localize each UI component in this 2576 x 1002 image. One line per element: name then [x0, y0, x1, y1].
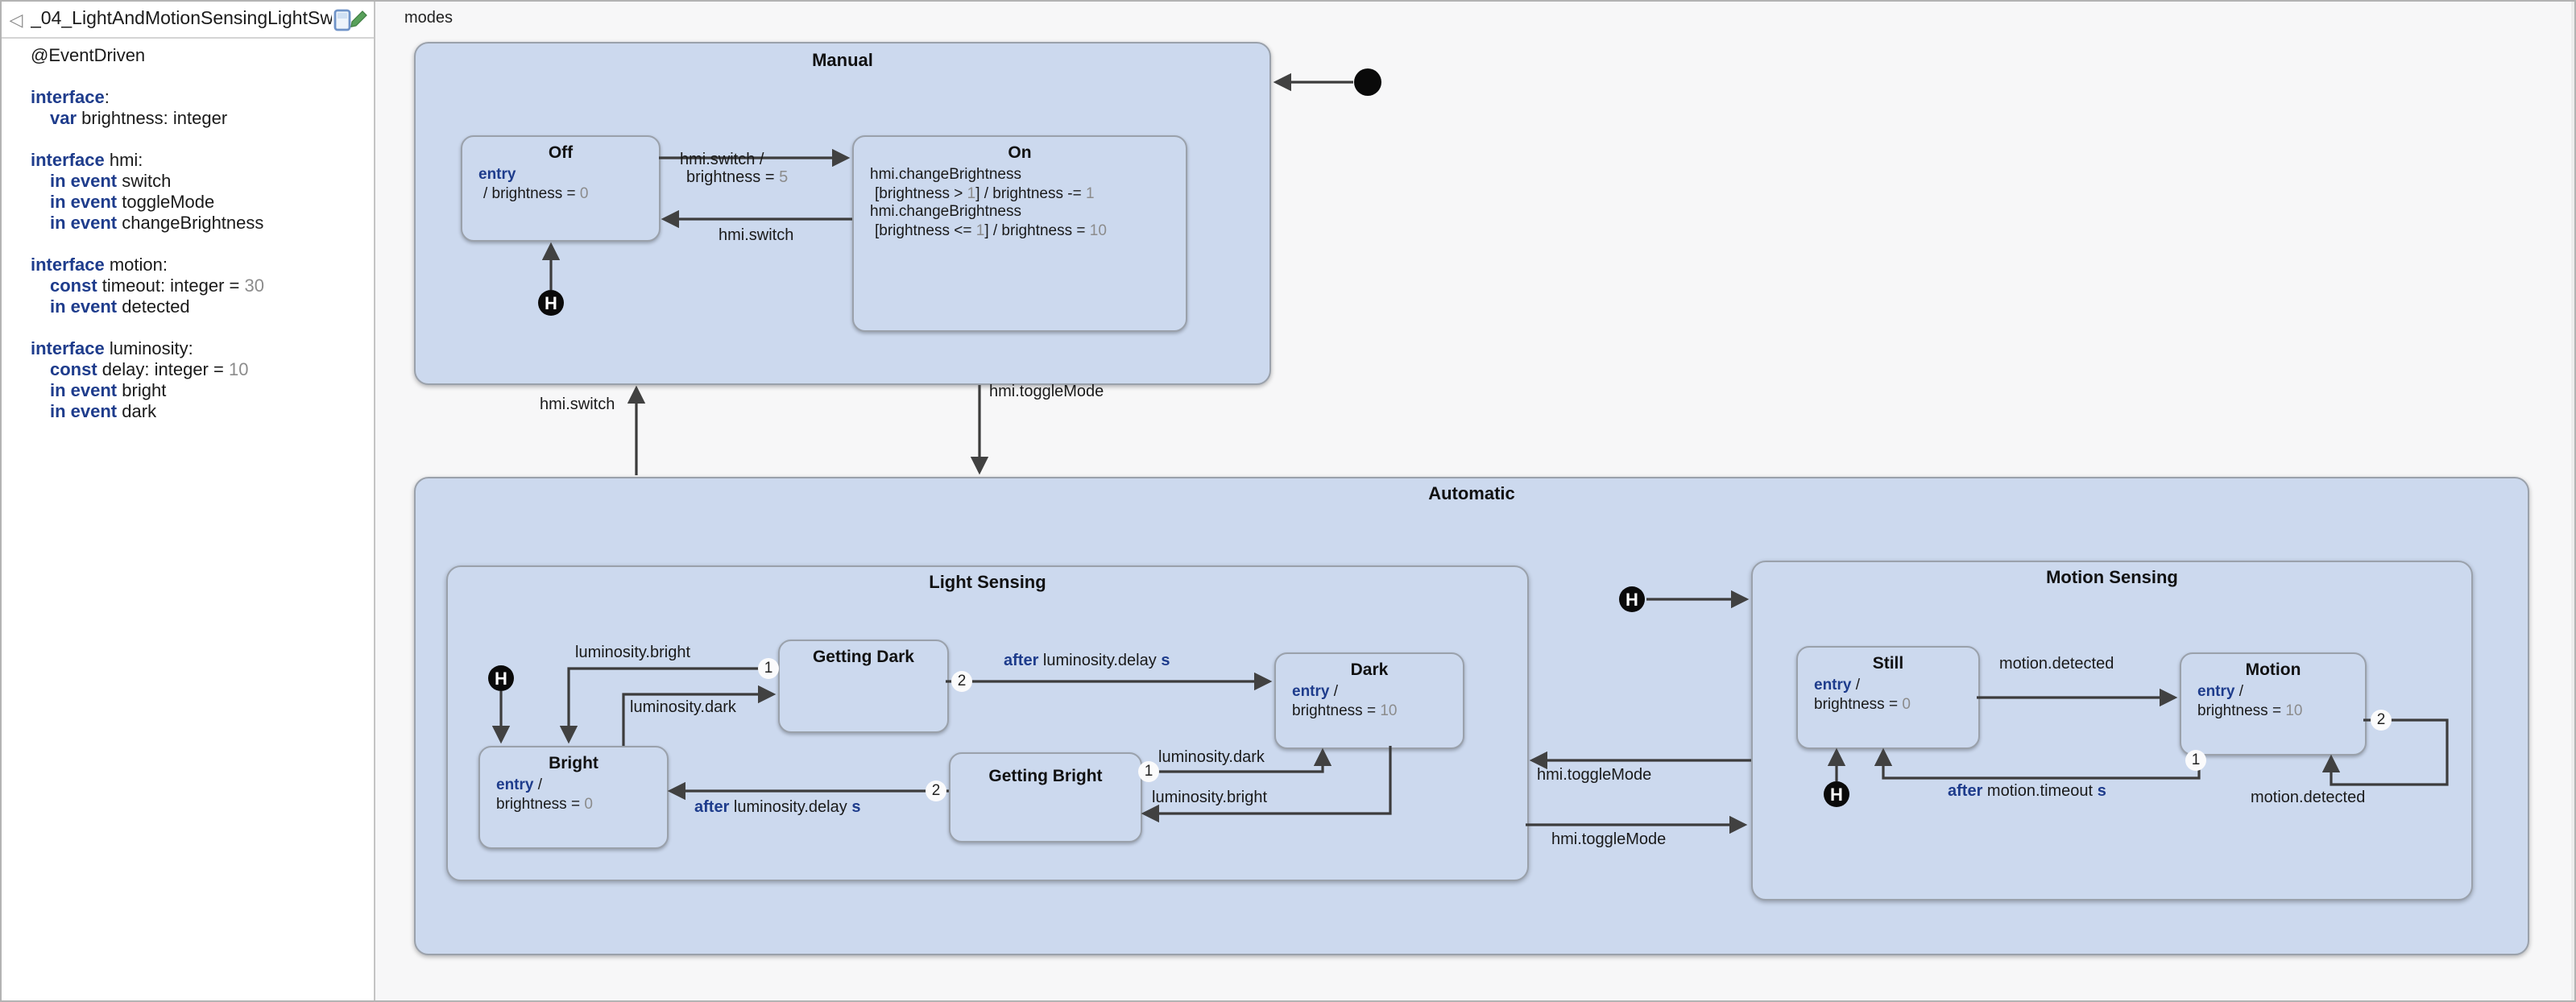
doc-icon-header: [338, 13, 347, 19]
code-line: interface:: [31, 89, 110, 108]
state-dark[interactable]: Dark entry / brightness = 10: [1274, 652, 1464, 749]
titlebar-icons[interactable]: [332, 6, 371, 32]
code-line: interface hmi:: [31, 151, 143, 171]
root-region-label: modes: [404, 10, 453, 27]
transition-label-still-motion[interactable]: motion.detected: [1999, 656, 2114, 673]
transition-label-motion-still[interactable]: after motion.timeout s: [1948, 783, 2106, 801]
code-line: in event changeBrightness: [50, 214, 264, 234]
code-line: interface motion:: [31, 256, 168, 275]
definition-panel-titlebar: ◁ _04_LightAndMotionSensingLightSwit: [2, 2, 374, 39]
code-blank-line: [2, 319, 374, 340]
state-title: Motion: [2245, 660, 2301, 680]
priority-badge: 2: [951, 671, 972, 692]
state-behavior: hmi.changeBrightness [brightness > 1] / …: [870, 166, 1107, 239]
code-line: var brightness: integer: [50, 110, 228, 129]
state-behavior: entry / brightness = 10: [1292, 683, 1398, 719]
code-line: const delay: integer = 10: [50, 361, 249, 380]
state-getting-bright[interactable]: Getting Bright: [949, 752, 1142, 843]
statechart-title: _04_LightAndMotionSensingLightSwit: [31, 10, 332, 29]
code-blank-line: [2, 130, 374, 151]
transition-label-ms-ls[interactable]: hmi.toggleMode: [1537, 767, 1652, 785]
state-behavior: entry / brightness = 0: [1814, 677, 1911, 713]
collapse-panel-icon[interactable]: ◁: [9, 10, 23, 30]
state-motion[interactable]: Motion entry / brightness = 10: [2180, 652, 2367, 756]
priority-badge: 2: [926, 780, 946, 801]
code-line: @EventDriven: [31, 47, 146, 66]
transition-label-dark-gb[interactable]: luminosity.bright: [1152, 789, 1268, 807]
state-title: Automatic: [1428, 485, 1515, 504]
state-on[interactable]: On hmi.changeBrightness [brightness > 1]…: [852, 135, 1187, 332]
transition-label-manual-auto[interactable]: hmi.toggleMode: [989, 383, 1104, 401]
state-title: Light Sensing: [929, 573, 1046, 593]
code-line: in event detected: [50, 298, 190, 317]
state-title: Getting Dark: [812, 648, 914, 667]
rename-icon[interactable]: [332, 6, 371, 32]
priority-badge: 1: [1138, 761, 1159, 782]
code-line: const timeout: integer = 30: [50, 277, 265, 296]
definition-panel: ◁ _04_LightAndMotionSensingLightSwit @Ev…: [2, 2, 375, 1000]
transition-label-bright-gd[interactable]: luminosity.dark: [630, 699, 736, 717]
state-title: Dark: [1350, 660, 1389, 680]
transition-label-off-on[interactable]: hmi.switch / brightness = 5: [680, 151, 789, 187]
code-line: in event bright: [50, 382, 167, 401]
state-getting-dark[interactable]: Getting Dark: [778, 640, 949, 733]
code-line: in event switch: [50, 172, 172, 192]
transition-label-gd-dark[interactable]: after luminosity.delay s: [1004, 652, 1170, 670]
state-behavior: entry / brightness = 0: [496, 776, 593, 813]
code-blank-line: [2, 68, 374, 89]
transition-label-gb-bright[interactable]: after luminosity.delay s: [694, 799, 861, 817]
state-still[interactable]: Still entry / brightness = 0: [1796, 646, 1980, 749]
code-line: in event toggleMode: [50, 193, 215, 213]
transition-label-motion-self[interactable]: motion.detected: [2251, 789, 2366, 807]
priority-badge: 1: [758, 658, 779, 679]
state-behavior: entry / brightness = 0: [478, 166, 589, 202]
code-line: in event dark: [50, 403, 157, 422]
state-title: Motion Sensing: [2046, 569, 2178, 588]
transition-label-ls-ms[interactable]: hmi.toggleMode: [1551, 831, 1667, 849]
transition-label-gb-dark[interactable]: luminosity.dark: [1158, 749, 1265, 767]
state-behavior: entry / brightness = 10: [2197, 683, 2303, 719]
transition-label-auto-manual[interactable]: hmi.switch: [540, 396, 615, 414]
transition-label-gd-bright[interactable]: luminosity.bright: [575, 644, 691, 662]
state-title: Getting Bright: [988, 767, 1103, 786]
state-title: Still: [1872, 654, 1904, 673]
code-line: interface luminosity:: [31, 340, 193, 359]
priority-badge: 2: [2371, 710, 2392, 731]
state-title: Manual: [812, 52, 873, 71]
edit-pen-icon: [350, 10, 367, 27]
state-title: On: [1008, 143, 1032, 163]
transition-label-on-off[interactable]: hmi.switch: [719, 227, 794, 245]
code-blank-line: [2, 235, 374, 256]
definition-code-area[interactable]: @EventDriven interface: var brightness: in…: [2, 47, 374, 424]
state-title: Bright: [549, 754, 598, 773]
priority-badge: 1: [2185, 750, 2206, 771]
state-bright[interactable]: Bright entry / brightness = 0: [478, 746, 669, 849]
state-off[interactable]: Off entry / brightness = 0: [461, 135, 661, 242]
state-title: Off: [548, 143, 574, 163]
